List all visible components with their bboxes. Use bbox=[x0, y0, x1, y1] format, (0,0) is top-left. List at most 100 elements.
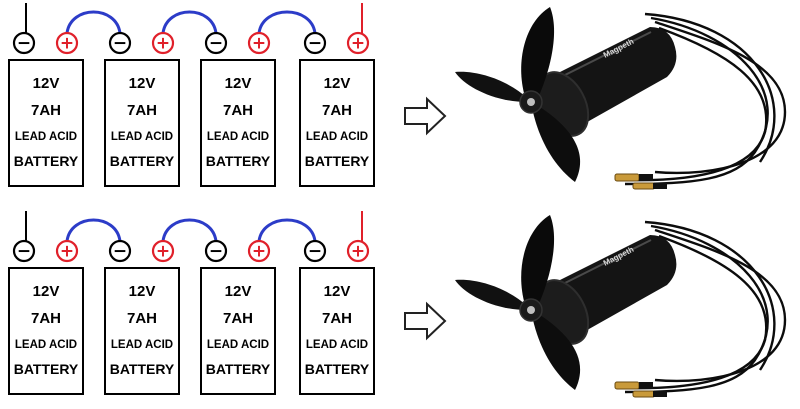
battery-chemistry: LEAD ACID bbox=[207, 131, 269, 143]
connector-sleeve bbox=[639, 382, 653, 389]
connector-sleeve bbox=[639, 174, 653, 181]
minus-sign: − bbox=[209, 34, 223, 54]
propeller-blade bbox=[455, 71, 527, 102]
series-jumper-wire bbox=[65, 218, 122, 243]
terminal-ring bbox=[151, 31, 175, 55]
connector-sleeve bbox=[653, 391, 667, 397]
power-cable bbox=[654, 228, 787, 383]
terminal-ring bbox=[55, 239, 79, 263]
positive-terminal: + bbox=[247, 239, 271, 263]
battery-voltage: 12V bbox=[324, 75, 351, 92]
negative-terminal: − bbox=[12, 239, 36, 263]
terminal-ring bbox=[346, 31, 370, 55]
minus-sign: − bbox=[113, 34, 127, 54]
gold-connector bbox=[632, 390, 656, 398]
battery-label: BATTERY bbox=[14, 153, 79, 169]
minus-sign: − bbox=[17, 34, 31, 54]
positive-terminal: + bbox=[346, 239, 370, 263]
terminal-ring bbox=[247, 239, 271, 263]
battery-chemistry: LEAD ACID bbox=[306, 131, 368, 143]
negative-terminal: − bbox=[108, 239, 132, 263]
negative-terminal: − bbox=[303, 31, 327, 55]
gold-connector bbox=[632, 182, 656, 190]
battery-chemistry: LEAD ACID bbox=[15, 339, 77, 351]
minus-sign: − bbox=[17, 242, 31, 262]
battery-voltage: 12V bbox=[225, 283, 252, 300]
battery: − +12V 7AH LEAD ACID BATTERY bbox=[8, 239, 84, 395]
power-cable bbox=[644, 12, 776, 163]
gold-connector bbox=[614, 381, 640, 390]
battery-label: BATTERY bbox=[110, 153, 175, 169]
battery-chemistry: LEAD ACID bbox=[207, 339, 269, 351]
terminal-ring bbox=[151, 239, 175, 263]
battery-chemistry: LEAD ACID bbox=[111, 339, 173, 351]
plus-sign: + bbox=[351, 242, 365, 262]
arrow-shape bbox=[404, 301, 447, 341]
battery-capacity: 7AH bbox=[127, 102, 157, 119]
positive-terminal: + bbox=[346, 31, 370, 55]
battery-case bbox=[104, 59, 180, 187]
series-jumper-wire bbox=[65, 10, 122, 35]
terminal-ring bbox=[12, 31, 36, 55]
housing-highlight bbox=[554, 239, 652, 289]
series-jumper-wire bbox=[257, 10, 317, 35]
battery-voltage: 12V bbox=[33, 283, 60, 300]
battery-case bbox=[299, 59, 375, 187]
connector-sleeve bbox=[653, 183, 667, 189]
terminal-ring bbox=[204, 239, 228, 263]
positive-terminal: + bbox=[151, 239, 175, 263]
propeller-blade bbox=[521, 7, 555, 100]
battery-case bbox=[8, 267, 84, 395]
positive-terminal: + bbox=[247, 31, 271, 55]
power-cable bbox=[654, 20, 787, 175]
battery-capacity: 7AH bbox=[31, 310, 61, 327]
hub-bolt bbox=[527, 98, 535, 106]
arrow-shape bbox=[404, 96, 447, 136]
series-jumper-wire bbox=[161, 10, 218, 35]
gold-connector bbox=[614, 173, 640, 182]
battery-chemistry: LEAD ACID bbox=[306, 339, 368, 351]
minus-sign: − bbox=[308, 242, 322, 262]
plus-sign: + bbox=[60, 242, 74, 262]
terminal-ring bbox=[12, 239, 36, 263]
minus-sign: − bbox=[113, 242, 127, 262]
series-jumper-wire bbox=[257, 218, 317, 243]
terminal-ring bbox=[108, 239, 132, 263]
battery-case bbox=[8, 59, 84, 187]
terminal-ring bbox=[247, 31, 271, 55]
battery-label: BATTERY bbox=[305, 361, 370, 377]
positive-terminal: + bbox=[151, 31, 175, 55]
plus-sign: + bbox=[252, 34, 266, 54]
battery-label: BATTERY bbox=[206, 361, 271, 377]
terminal-ring bbox=[303, 239, 327, 263]
battery-case bbox=[104, 267, 180, 395]
battery-label: BATTERY bbox=[206, 153, 271, 169]
propeller-blade bbox=[521, 215, 555, 308]
housing-highlight bbox=[554, 31, 652, 81]
battery-case bbox=[200, 59, 276, 187]
power-cable bbox=[644, 220, 776, 371]
battery-capacity: 7AH bbox=[127, 310, 157, 327]
propeller-blade bbox=[533, 315, 581, 390]
plus-sign: + bbox=[252, 242, 266, 262]
minus-sign: − bbox=[308, 34, 322, 54]
negative-terminal: − bbox=[108, 31, 132, 55]
battery-capacity: 7AH bbox=[223, 310, 253, 327]
battery-label: BATTERY bbox=[110, 361, 175, 377]
battery-label: BATTERY bbox=[14, 361, 79, 377]
negative-terminal: − bbox=[12, 31, 36, 55]
battery-voltage: 12V bbox=[129, 75, 156, 92]
propeller-blade bbox=[533, 107, 581, 182]
underwater-thruster-icon: Magpeth bbox=[455, 215, 787, 398]
underwater-thruster-icon: Magpeth bbox=[455, 7, 787, 190]
battery-chemistry: LEAD ACID bbox=[15, 131, 77, 143]
power-cable bbox=[624, 224, 769, 394]
